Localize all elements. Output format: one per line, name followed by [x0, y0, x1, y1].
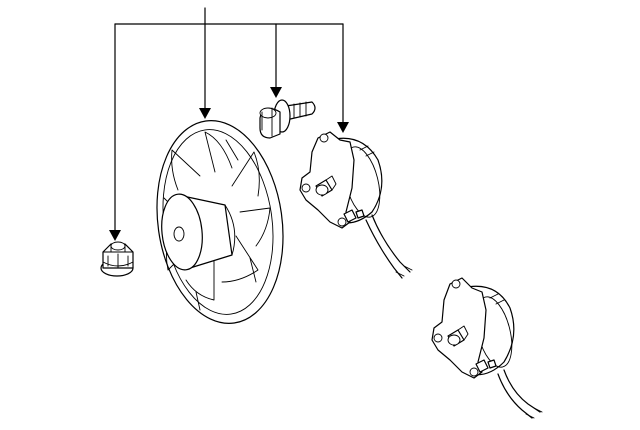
flange-bolt-icon	[259, 99, 316, 139]
callout-lines	[109, 7, 349, 241]
fan-blade-icon	[156, 120, 284, 324]
fan-motor-upper	[299, 131, 413, 279]
arrow-fan-motor	[337, 122, 349, 133]
fan-motor-icon	[431, 277, 543, 419]
arrow-nut	[109, 230, 121, 241]
arrow-bolt	[270, 87, 282, 98]
fan-motor-icon	[299, 131, 413, 279]
flange-nut-icon	[100, 241, 134, 277]
arrow-fan-blade	[199, 108, 211, 119]
fan-motor-lower	[431, 277, 543, 419]
fan-hub	[161, 193, 236, 271]
